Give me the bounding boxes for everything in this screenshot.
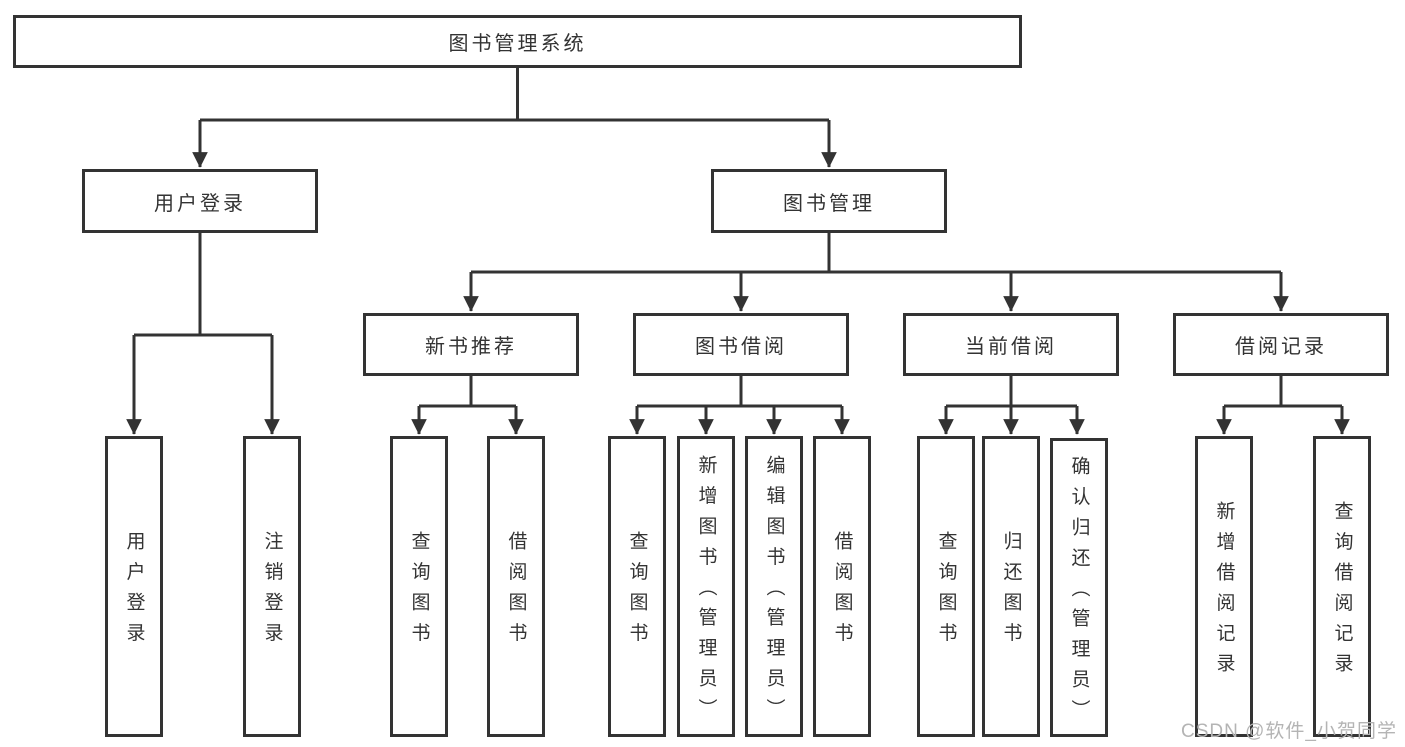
node-return-book-label: 归还图书 bbox=[1000, 531, 1022, 653]
node-user-login: 用户登录 bbox=[82, 169, 318, 233]
node-return-book: 归还图书 bbox=[982, 436, 1040, 737]
node-add-borrow-record-label: 新增借阅记录 bbox=[1213, 500, 1235, 684]
node-book-management: 图书管理 bbox=[711, 169, 947, 233]
node-new-book-recommendation-label: 新书推荐 bbox=[425, 336, 517, 358]
node-query-books-current: 查询图书 bbox=[917, 436, 975, 737]
node-book-management-label: 图书管理 bbox=[783, 192, 875, 215]
node-current-borrowing: 当前借阅 bbox=[903, 313, 1119, 376]
node-user-login-action: 用户登录 bbox=[105, 436, 163, 737]
node-query-books-borrowing: 查询图书 bbox=[608, 436, 666, 737]
node-borrow-books-borrowing-label: 借阅图书 bbox=[831, 531, 853, 653]
node-root-label: 图书管理系统 bbox=[448, 33, 587, 55]
node-confirm-return-admin-label: 确认归还（管理员） bbox=[1068, 456, 1090, 730]
node-borrow-books-borrowing: 借阅图书 bbox=[813, 436, 871, 737]
node-borrowing-records: 借阅记录 bbox=[1173, 313, 1389, 376]
node-edit-book-admin-label: 编辑图书（管理员） bbox=[763, 455, 785, 729]
node-add-borrow-record: 新增借阅记录 bbox=[1195, 436, 1253, 737]
node-borrowing-records-label: 借阅记录 bbox=[1235, 336, 1327, 358]
node-current-borrowing-label: 当前借阅 bbox=[965, 336, 1057, 358]
node-new-book-recommendation: 新书推荐 bbox=[363, 313, 579, 376]
node-query-borrow-record: 查询借阅记录 bbox=[1313, 436, 1371, 737]
node-borrow-books-recommend-label: 借阅图书 bbox=[505, 531, 527, 653]
watermark: CSDN @软件_小贺同学 bbox=[1181, 721, 1397, 742]
node-user-login-action-label: 用户登录 bbox=[123, 531, 145, 653]
node-root: 图书管理系统 bbox=[13, 15, 1022, 68]
node-book-borrowing: 图书借阅 bbox=[633, 313, 849, 376]
node-logout-label: 注销登录 bbox=[261, 531, 283, 653]
node-add-book-admin-label: 新增图书（管理员） bbox=[695, 455, 717, 729]
node-query-books-recommend: 查询图书 bbox=[390, 436, 448, 737]
node-book-borrowing-label: 图书借阅 bbox=[695, 336, 787, 358]
node-query-books-current-label: 查询图书 bbox=[935, 531, 957, 653]
node-query-borrow-record-label: 查询借阅记录 bbox=[1331, 500, 1353, 684]
node-query-books-recommend-label: 查询图书 bbox=[408, 531, 430, 653]
node-add-book-admin: 新增图书（管理员） bbox=[677, 436, 735, 737]
node-logout: 注销登录 bbox=[243, 436, 301, 737]
node-user-login-label: 用户登录 bbox=[154, 192, 246, 215]
node-edit-book-admin: 编辑图书（管理员） bbox=[745, 436, 803, 737]
node-query-books-borrowing-label: 查询图书 bbox=[626, 531, 648, 653]
node-borrow-books-recommend: 借阅图书 bbox=[487, 436, 545, 737]
node-confirm-return-admin: 确认归还（管理员） bbox=[1050, 438, 1108, 737]
